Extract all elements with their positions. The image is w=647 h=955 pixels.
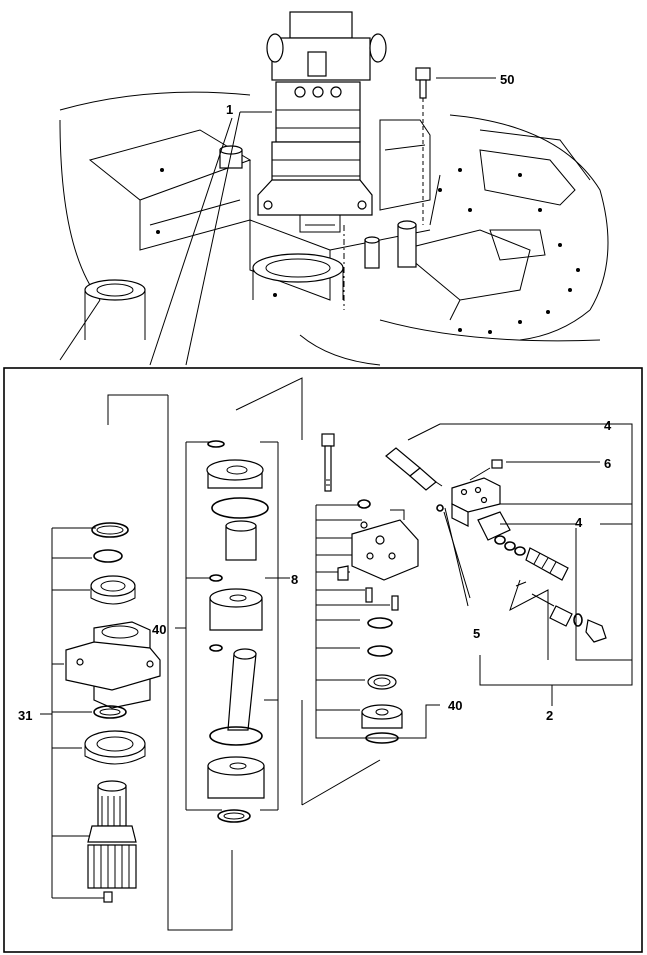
callout-4-lower: 4 [575, 515, 583, 530]
bolt-50 [415, 67, 431, 225]
callout-40-right: 40 [448, 698, 462, 713]
valve-block-stack [301, 433, 432, 806]
callout-50: 50 [500, 72, 514, 87]
callout-40-left: 40 [152, 622, 166, 637]
callout-8: 8 [291, 572, 298, 587]
callout-2: 2 [546, 708, 553, 723]
swing-motor-assembly [257, 11, 387, 233]
output-shaft-stack [40, 522, 161, 903]
relief-valve-group [385, 423, 633, 686]
frame-holes [156, 168, 580, 334]
callout-6: 6 [604, 456, 611, 471]
callout-5: 5 [473, 626, 480, 641]
valve-plate-stack [107, 377, 303, 931]
upper-frame-view [59, 11, 609, 366]
detail-inset-frame [3, 367, 643, 953]
callout-4-upper: 4 [604, 418, 612, 433]
callout-1: 1 [226, 102, 233, 117]
callout-31: 31 [18, 708, 32, 723]
